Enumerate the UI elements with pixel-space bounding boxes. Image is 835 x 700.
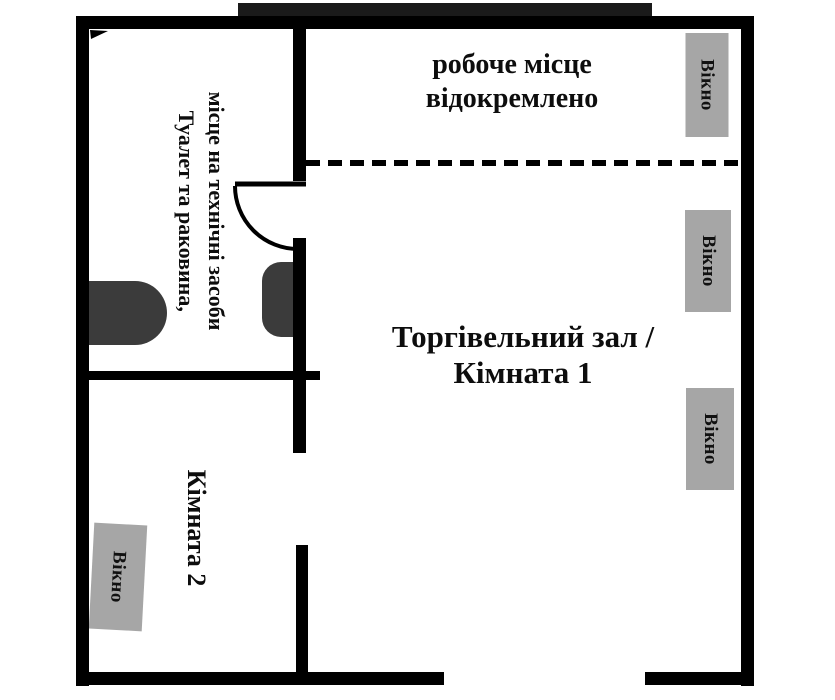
toilet-label: Туалет та раковина, місце на технічні за… [173,92,229,331]
toilet-label-line1: Туалет та раковина, [174,110,199,312]
hall-label: Торгівельний зал / Кімната 1 [373,319,673,391]
work-area-label: робоче місце відокремлено [382,48,642,116]
wall-interior-vertical-lower [296,545,308,672]
wall-tick-mark [90,30,108,39]
door-swing-arc [233,185,299,251]
toilet-label-line2: місце на технічні засоби [204,91,229,331]
wall-top [76,16,754,29]
wall-interior-vertical-middle [293,238,306,453]
work-area-label-line1: робоче місце [432,49,592,80]
wall-interior-horizontal-divider [76,371,320,380]
work-area-label-line2: відокремлено [425,83,599,114]
room2-label: Кімната 2 [182,469,211,587]
wall-bottom-left-segment [76,672,444,685]
wall-right [741,16,754,686]
toilet-fixture [89,281,167,345]
hall-label-line2: Кімната 1 [453,355,593,390]
hall-label-line1: Торгівельний зал / [391,319,655,354]
wall-interior-vertical-upper [293,29,306,181]
wall-bottom-right-segment [645,672,754,685]
wall-left [76,16,89,686]
top-wall-overlay-strip [238,3,652,17]
